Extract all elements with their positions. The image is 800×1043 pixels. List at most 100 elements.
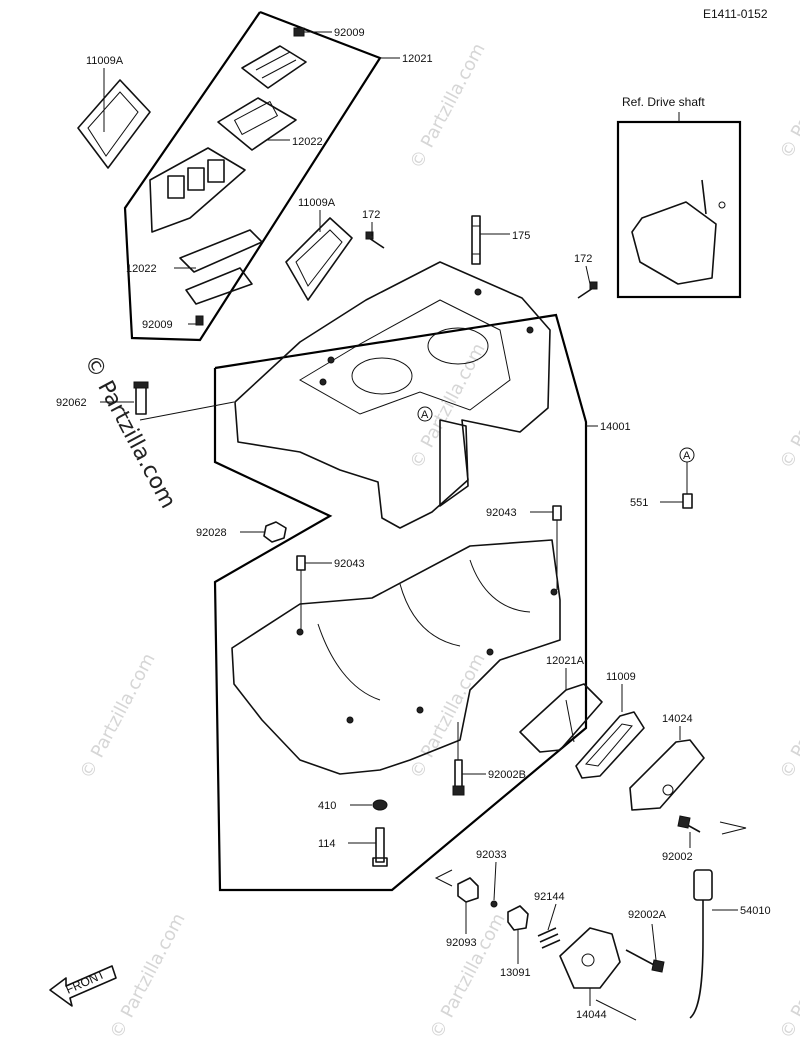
- callout-92144: 92144: [534, 891, 565, 903]
- watermark-text: © Partzilla.com: [76, 650, 160, 783]
- bolt-hole: [474, 288, 482, 296]
- screw-92009-bottom: [195, 315, 204, 326]
- callout-12022-right: 12022: [292, 136, 323, 148]
- cover-14024: [629, 739, 705, 811]
- bolt-92062: [133, 381, 149, 415]
- callout-12022-left: 12022: [126, 263, 157, 275]
- stud-175: [471, 215, 481, 265]
- cover-hole: [662, 784, 674, 796]
- upper-crankcase-14001: [234, 261, 551, 529]
- bolt-92002a-head: [651, 959, 665, 973]
- bolt-114: [372, 827, 388, 867]
- watermark-main: © Partzilla.com: [79, 351, 181, 513]
- front-direction-indicator: FRONT: [49, 965, 117, 1007]
- oil-line: [595, 999, 637, 1021]
- callout-11009a-left: 11009A: [86, 55, 124, 67]
- bolt-hole: [296, 628, 304, 636]
- callout-92093: 92093: [446, 937, 477, 949]
- diagram-code: E1411-0152: [703, 7, 768, 21]
- screw-head: [195, 315, 204, 326]
- reference-a-label: A: [421, 409, 429, 421]
- drive-shaft-pin: [701, 179, 707, 215]
- callout-172-left: 172: [362, 209, 380, 221]
- ref-drive-shaft-box: Ref. Drive shaft: [616, 95, 742, 299]
- plug-92028: [263, 521, 287, 543]
- callout-551: 551: [630, 497, 648, 509]
- reed-valve-block: [149, 147, 246, 233]
- reed-port: [207, 159, 225, 183]
- bushing-92093: [457, 877, 479, 903]
- callout-114: 114: [318, 838, 336, 850]
- reed-block-body: [149, 147, 246, 233]
- drive-shaft-housing: [631, 201, 717, 285]
- watermark-text: © Partzilla.com: [106, 910, 190, 1043]
- dowel-92043-left: [296, 555, 306, 571]
- sleeve-13091: [507, 905, 529, 931]
- callout-172-right: 172: [574, 253, 592, 265]
- callout-54010: 54010: [740, 905, 771, 917]
- reed-window: [233, 100, 279, 136]
- crankcase-side-housing: [439, 419, 469, 507]
- circle-a-label: A: [683, 450, 691, 462]
- stopper-slot: [261, 59, 297, 79]
- callout-14044: 14044: [576, 1009, 607, 1021]
- watermark-text: © Partzilla.com: [406, 650, 490, 783]
- dowel-551: [682, 493, 693, 509]
- callout-92002a: 92002A: [628, 909, 667, 921]
- side-cover-parts: [519, 683, 705, 811]
- callout-92002: 92002: [662, 851, 693, 863]
- watermark-text: © Partzilla.com: [426, 910, 510, 1043]
- cable-54010: [689, 900, 704, 1019]
- ref-box-frame: [616, 120, 742, 299]
- crank-bearing-saddles: [317, 559, 531, 701]
- reference-a-marker: [417, 406, 433, 422]
- bolt-114-head: [372, 857, 388, 867]
- callout-14024: 14024: [662, 713, 693, 725]
- gasket-11009-inner: [585, 723, 633, 767]
- callout-410: 410: [318, 800, 336, 812]
- callout-12021: 12021: [402, 53, 433, 65]
- watermark-text: © Partzilla.com: [776, 910, 800, 1043]
- bolt-hole: [550, 588, 558, 596]
- gasket-lower-plate: [185, 267, 253, 305]
- direction-arrow: [719, 821, 747, 835]
- watermark-text: © Partzilla.com: [776, 340, 800, 473]
- gasket-slot: [565, 699, 575, 743]
- pump-cover-hole: [581, 953, 595, 967]
- leader-lines: [100, 31, 738, 1006]
- callout-92033: 92033: [476, 849, 507, 861]
- bolt-92062-head: [133, 381, 149, 389]
- callout-92043-left: 92043: [334, 558, 365, 570]
- reed-port: [167, 175, 185, 199]
- gasket-11009: [575, 711, 645, 779]
- reed-valve-group: [77, 10, 382, 342]
- callout-92028: 92028: [196, 527, 227, 539]
- watermark-text: © Partzilla.com: [776, 650, 800, 783]
- callout-labels: 92009 12021 11009A 12022 11009A 172 175 …: [56, 27, 771, 1021]
- gasket-11009a-left-inner: [87, 91, 139, 157]
- leader: [493, 861, 497, 901]
- reed-valve-frame: [123, 10, 382, 342]
- plug-92028-body: [263, 521, 287, 543]
- watermark-text: © Partzilla.com: [776, 30, 800, 163]
- callout-14001: 14001: [600, 421, 631, 433]
- cylinder-bore: [351, 357, 413, 395]
- bolt-92002: [677, 815, 701, 833]
- stud-end: [365, 231, 374, 240]
- dowel-92043-right: [552, 505, 562, 521]
- bolt-hole: [346, 716, 354, 724]
- callout-92002b: 92002B: [488, 769, 526, 781]
- gasket-11009a-left: [77, 79, 151, 169]
- gasket-11009a-mid-inner: [295, 229, 343, 287]
- bolt-92002-head: [677, 815, 691, 829]
- bolt-92002a-shank: [625, 949, 657, 967]
- gasket-12022-lower: [179, 229, 263, 273]
- direction-arrow-left: [434, 869, 453, 887]
- bolt-hole: [416, 706, 424, 714]
- leader-92062-to-case: [139, 401, 235, 421]
- leader: [651, 923, 657, 961]
- spring-92144: [537, 927, 561, 949]
- callout-92009-top: 92009: [334, 27, 365, 39]
